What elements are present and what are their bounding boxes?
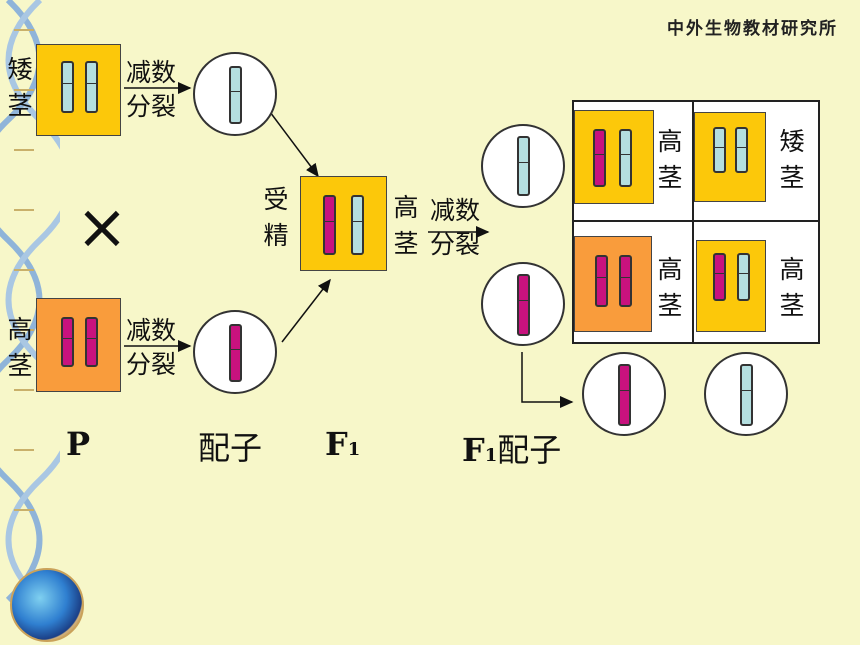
grid-label-top-left: 高 茎	[657, 127, 683, 192]
chromosome-magenta	[619, 255, 632, 307]
label-f1: F1	[325, 425, 361, 463]
chromosome-magenta	[593, 129, 606, 187]
f1-tall-label: 高 茎	[393, 193, 419, 258]
header-title: 中外生物教材研究所	[667, 19, 838, 39]
chromosome-blue	[351, 195, 364, 255]
chromosome-magenta	[595, 255, 608, 307]
label-p: P	[66, 425, 91, 463]
meiosis-label-dwarf: 减数 分裂	[126, 58, 177, 121]
gamete-tall	[193, 310, 277, 394]
chromosome-blue	[735, 127, 748, 173]
grid-cell-bottom-right	[696, 240, 766, 332]
arrow-gamete-to-f1-top	[269, 111, 319, 178]
chromosome-magenta	[323, 195, 336, 255]
fertilization-label: 受 精	[263, 185, 289, 250]
grid-cell-top-right	[694, 112, 766, 202]
arrow-bottom-gamete-connector	[521, 352, 574, 408]
chromosome-magenta	[713, 253, 726, 301]
parent-dwarf-cell	[36, 44, 121, 136]
chromosome-blue	[737, 253, 750, 301]
chromosome-blue	[229, 66, 242, 124]
meiosis-label-f1: 减数 分裂	[430, 196, 481, 259]
chromosome-blue	[517, 136, 530, 196]
f1-gamete-blue-bottom	[704, 352, 788, 436]
f1-gamete-magenta	[481, 262, 565, 346]
label-gametes: 配子	[198, 429, 263, 467]
label-f1-gametes: F1配子	[462, 431, 562, 469]
parent-tall-cell	[36, 298, 121, 392]
chromosome-magenta	[517, 274, 530, 336]
cross-symbol: ×	[76, 190, 128, 263]
f1-gamete-magenta-bottom	[582, 352, 666, 436]
chromosome-magenta	[61, 317, 74, 367]
chromosome-magenta	[618, 364, 631, 426]
f1-cell	[300, 176, 387, 271]
grid-label-top-right: 矮 茎	[779, 127, 805, 192]
dwarf-label: 矮茎	[7, 55, 33, 120]
chromosome-magenta	[229, 324, 242, 382]
grid-cell-top-left	[574, 110, 654, 204]
tall-label: 高茎	[7, 315, 33, 380]
f1-gamete-blue	[481, 124, 565, 208]
chromosome-blue	[61, 61, 74, 113]
grid-label-bottom-left: 高 茎	[657, 255, 683, 320]
chromosome-blue	[713, 127, 726, 173]
gamete-dwarf	[193, 52, 277, 136]
arrow-gamete-to-f1-bottom	[281, 278, 331, 343]
grid-label-bottom-right: 高 茎	[779, 255, 805, 320]
chromosome-magenta	[85, 317, 98, 367]
meiosis-label-tall: 减数 分裂	[126, 316, 177, 379]
chromosome-blue	[85, 61, 98, 113]
institute-logo-globe	[10, 568, 84, 642]
chromosome-blue	[740, 364, 753, 426]
grid-cell-bottom-left	[574, 236, 652, 332]
chromosome-blue	[619, 129, 632, 187]
